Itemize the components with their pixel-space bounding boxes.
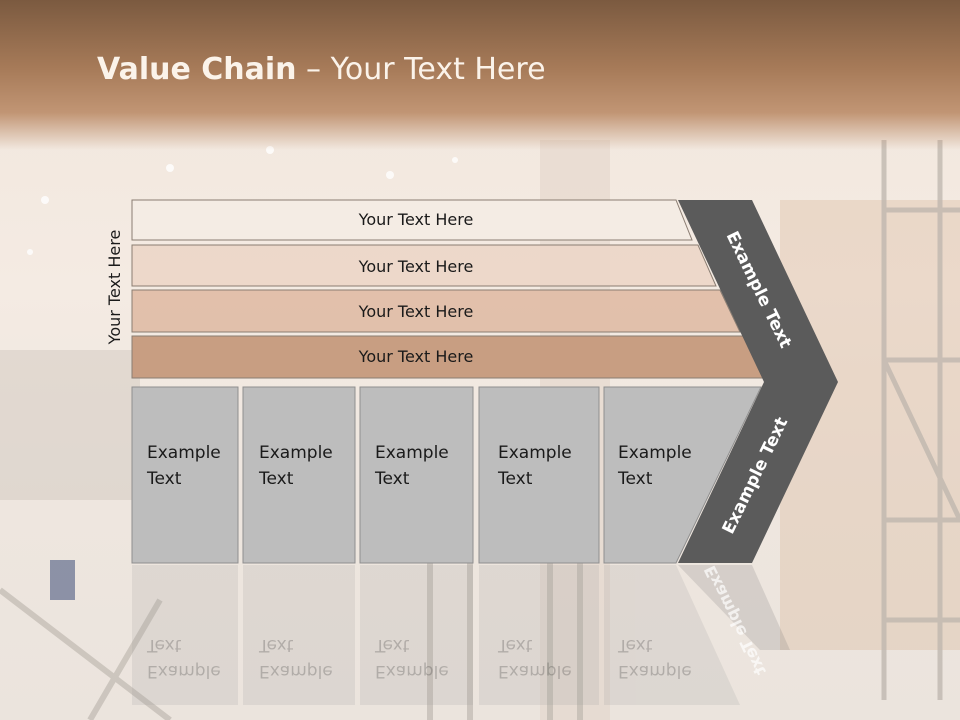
column-4-text: Example Text bbox=[498, 440, 572, 492]
row-2-label: Your Text Here bbox=[358, 257, 474, 276]
column-5 bbox=[603, 386, 762, 564]
column-1 bbox=[131, 386, 239, 564]
column-5-line-2: Text bbox=[618, 469, 653, 489]
row-2: Your Text Here bbox=[131, 244, 717, 287]
column-3 bbox=[359, 386, 474, 564]
column-3-line-1: Example bbox=[375, 443, 449, 463]
column-1-line-2: Text bbox=[147, 469, 182, 489]
chevron-arrow bbox=[678, 200, 838, 563]
column-5-line-1: Example bbox=[618, 443, 692, 463]
column-2 bbox=[242, 386, 356, 564]
title-band bbox=[0, 0, 960, 150]
slide-title: Value Chain – Your Text Here bbox=[97, 52, 546, 87]
column-5-text: Example Text bbox=[618, 440, 692, 492]
row-1-label: Your Text Here bbox=[358, 210, 474, 229]
row-4-label: Your Text Here bbox=[358, 347, 474, 366]
row-4: Your Text Here bbox=[131, 335, 765, 379]
row-3: Your Text Here bbox=[131, 289, 741, 333]
column-3-text: Example Text bbox=[375, 440, 449, 492]
row-1: Your Text Here bbox=[131, 199, 693, 241]
column-2-line-2: Text bbox=[259, 469, 294, 489]
row-3-label: Your Text Here bbox=[358, 302, 474, 321]
column-2-text: Example Text bbox=[259, 440, 333, 492]
column-3-line-2: Text bbox=[375, 469, 410, 489]
column-4-line-2: Text bbox=[498, 469, 533, 489]
column-4 bbox=[478, 386, 600, 564]
column-4-line-1: Example bbox=[498, 443, 572, 463]
column-1-line-1: Example bbox=[147, 443, 221, 463]
column-2-line-1: Example bbox=[259, 443, 333, 463]
column-1-text: Example Text bbox=[147, 440, 221, 492]
